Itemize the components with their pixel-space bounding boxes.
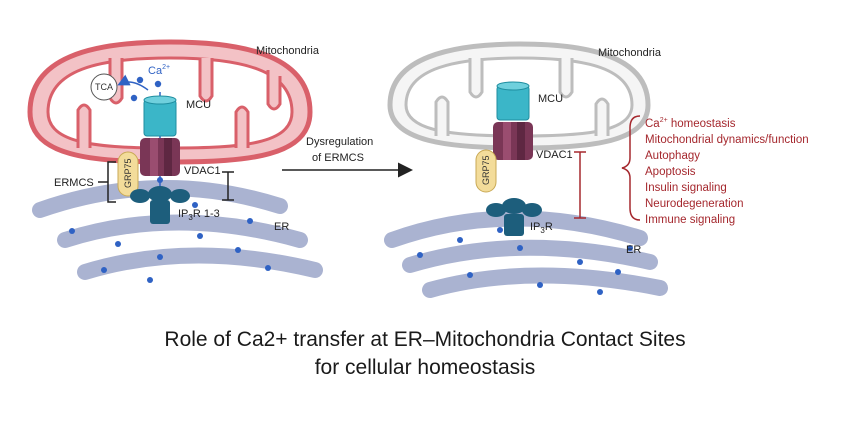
effect-item: Ca2+ homeostasis <box>645 117 736 130</box>
right-panel: MCU VDAC1 GRP75 IP3R <box>384 41 809 298</box>
right-mcu <box>496 81 530 121</box>
right-ip3r-label: IP3R <box>530 221 553 235</box>
right-vdac-label: VDAC1 <box>536 149 573 161</box>
ermcs-label: ERMCS <box>54 177 94 189</box>
left-distance-bracket <box>222 171 234 201</box>
left-ip3r <box>130 186 190 224</box>
effects-list: Ca2+ homeostasis Mitochondrial dynamics/… <box>645 117 809 226</box>
effect-item: Apoptosis <box>645 166 696 178</box>
effect-item: Neurodegeneration <box>645 198 743 210</box>
right-grp-label: GRP75 <box>481 155 491 185</box>
right-ip3r <box>486 198 542 236</box>
right-mito-label: Mitochondria <box>598 47 662 59</box>
right-grp75: GRP75 <box>475 149 497 193</box>
left-mcu <box>143 95 177 137</box>
right-vdac <box>493 122 533 160</box>
right-distance-bracket <box>574 151 586 219</box>
left-mito-label: Mitochondria <box>256 45 320 57</box>
right-mcu-label: MCU <box>538 93 563 105</box>
ca-ion-label: Ca2+ <box>148 64 170 77</box>
left-grp-label: GRP75 <box>123 158 133 188</box>
left-er-label: ER <box>274 221 289 233</box>
ermcs-bracket <box>98 161 116 203</box>
effects-brace <box>621 115 641 221</box>
dysregulation-arrow: Dysregulation of ERMCS <box>282 136 413 178</box>
left-vdac-label: VDAC1 <box>184 165 221 177</box>
left-ip3r-label: IP3R 1-3 <box>178 208 220 222</box>
arrow-line1: Dysregulation <box>306 136 373 148</box>
caption-line2: for cellular homeostasis <box>314 356 536 379</box>
effect-item: Immune signaling <box>645 214 735 226</box>
tca-node: TCA <box>90 73 118 101</box>
arrow-line2: of ERMCS <box>312 152 364 164</box>
effect-item: Insulin signaling <box>645 182 727 194</box>
effect-item: Autophagy <box>645 150 700 162</box>
left-panel: TCA Ca2+ MCU VDAC1 GRP75 <box>27 39 323 283</box>
ca-to-tca-arrow <box>117 74 149 91</box>
left-grp75: GRP75 <box>117 151 139 197</box>
left-vdac <box>140 138 180 176</box>
tca-label: TCA <box>95 82 113 92</box>
right-er-dots <box>417 227 633 295</box>
right-er-label: ER <box>626 244 641 256</box>
effect-item: Mitochondrial dynamics/function <box>645 134 809 146</box>
caption-line1: Role of Ca2+ transfer at ER–Mitochondria… <box>164 328 686 351</box>
left-mcu-label: MCU <box>186 99 211 111</box>
left-er-dots <box>69 202 271 283</box>
right-er <box>384 210 668 298</box>
